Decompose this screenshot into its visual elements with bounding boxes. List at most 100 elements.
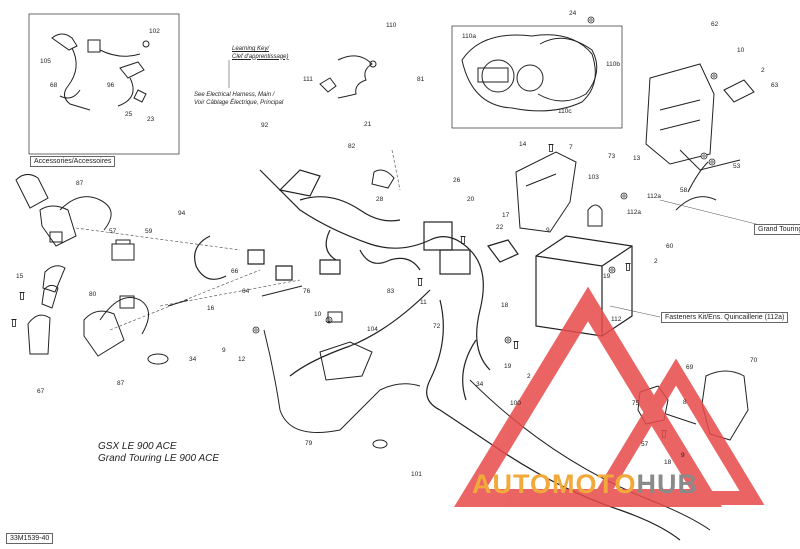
part-label: 26 [453, 177, 461, 184]
part-label: 102 [149, 28, 160, 35]
part-label: 9 [222, 347, 226, 354]
part-label: 10 [314, 311, 322, 318]
part-label: 17 [502, 212, 510, 219]
cluster-frame [451, 25, 623, 129]
reference-code: 33M1539-40 [6, 533, 54, 544]
part-label: 59 [145, 228, 153, 235]
part-label: 101 [411, 471, 422, 478]
part-label: 67 [37, 388, 45, 395]
part-label: 70 [750, 357, 758, 364]
harness-line-1: See Electrical Harness, Main / [194, 92, 275, 98]
part-label: 80 [89, 291, 97, 298]
part-label: 100 [510, 400, 521, 407]
part-label: 34 [189, 356, 197, 363]
part-label: 60 [666, 243, 674, 250]
model-list: GSX LE 900 ACE Grand Touring LE 900 ACE [98, 441, 219, 465]
watermark-logo [453, 286, 765, 507]
grand-touring-label: Grand Touring [754, 224, 800, 235]
part-label: 2 [654, 258, 658, 265]
misc-parts [42, 169, 717, 449]
part-label: 105 [40, 58, 51, 65]
part-label: 64 [242, 288, 250, 295]
part-label: 19 [603, 273, 611, 280]
left-switch-bottom [27, 284, 149, 357]
part-label: 103 [588, 174, 599, 181]
watermark-brand-1: AUTOMOTO [472, 469, 637, 499]
accessories-frame [28, 13, 180, 155]
part-label: 24 [569, 10, 577, 17]
harness-note: See Electrical Harness, Main / Voir Câbl… [194, 92, 283, 107]
part-label: 58 [680, 187, 688, 194]
part-label: 2 [527, 373, 531, 380]
small-fasteners [11, 16, 718, 438]
part-label: 20 [467, 196, 475, 203]
part-label: 2 [761, 67, 765, 74]
part-label: 23 [147, 116, 155, 123]
model-1: GSX LE 900 ACE [98, 441, 177, 452]
part-label: 96 [107, 82, 115, 89]
part-label: 87 [117, 380, 125, 387]
watermark-brand-2: HUB [636, 469, 699, 499]
harness-line-2: Voir Câblage Électrique, Principal [194, 99, 284, 106]
part-label: 81 [417, 76, 425, 83]
part-label: 110c [558, 108, 572, 115]
part-label: 63 [771, 82, 779, 89]
part-label: 111 [303, 76, 313, 83]
part-label: 8 [683, 399, 687, 406]
part-label: 112a [627, 209, 641, 216]
leader-fastener [609, 305, 661, 318]
part-label: 14 [519, 141, 527, 148]
fastener-kit-label: Fasteners Kit/Ens. Quincaillerie (112a) [661, 312, 789, 323]
part-label: 92 [261, 122, 269, 129]
left-switch-top [15, 174, 112, 247]
part-label: 110b [606, 61, 620, 68]
part-label: 83 [387, 288, 395, 295]
part-label: 112a [647, 193, 661, 200]
part-label: 72 [433, 323, 441, 330]
part-label: 9 [546, 227, 550, 234]
accessory-harness [51, 33, 150, 111]
part-label: 25 [125, 111, 133, 118]
part-label: 12 [238, 356, 246, 363]
part-label: 16 [207, 305, 215, 312]
part-label: 13 [633, 155, 641, 162]
part-label: 110 [386, 22, 397, 29]
part-label: 19 [504, 363, 512, 370]
part-label: 79 [305, 440, 313, 447]
part-label: 10 [737, 47, 745, 54]
main-harness [194, 169, 681, 541]
learning-key [319, 55, 377, 99]
part-label: 104 [367, 326, 378, 333]
accessories-label: Accessories/Accessoires [30, 156, 116, 167]
part-label: 75 [632, 400, 640, 407]
part-label: 73 [608, 153, 616, 160]
part-label: 94 [178, 210, 186, 217]
learning-key-note: Learning Key/ Clef d'apprentissage) [232, 46, 289, 61]
part-label: 18 [501, 302, 509, 309]
leader-lines [75, 149, 401, 331]
part-label: 87 [76, 180, 84, 187]
part-label: 18 [664, 459, 672, 466]
part-label: 82 [348, 143, 356, 150]
part-label: 112 [611, 316, 622, 323]
part-label: 11 [420, 299, 427, 306]
model-2: Grand Touring LE 900 ACE [98, 453, 220, 464]
part-label: 69 [686, 364, 694, 371]
bracket-73 [515, 151, 577, 233]
part-label: 15 [16, 273, 24, 280]
learning-key-line-2: Clef d'apprentissage) [232, 53, 289, 60]
part-label: 57 [641, 441, 649, 448]
part-label: 53 [733, 163, 741, 170]
part-label: 68 [50, 82, 58, 89]
part-label: 76 [303, 288, 311, 295]
part-label: 9 [681, 452, 685, 459]
part-label: 62 [711, 21, 719, 28]
part-label: 110a [462, 33, 476, 40]
learning-key-line-1: Learning Key/ [232, 46, 270, 52]
part-label: 66 [231, 268, 239, 275]
part-label: 57 [109, 228, 117, 235]
part-label: 22 [496, 224, 504, 231]
grand-touring-bracket [645, 63, 755, 193]
